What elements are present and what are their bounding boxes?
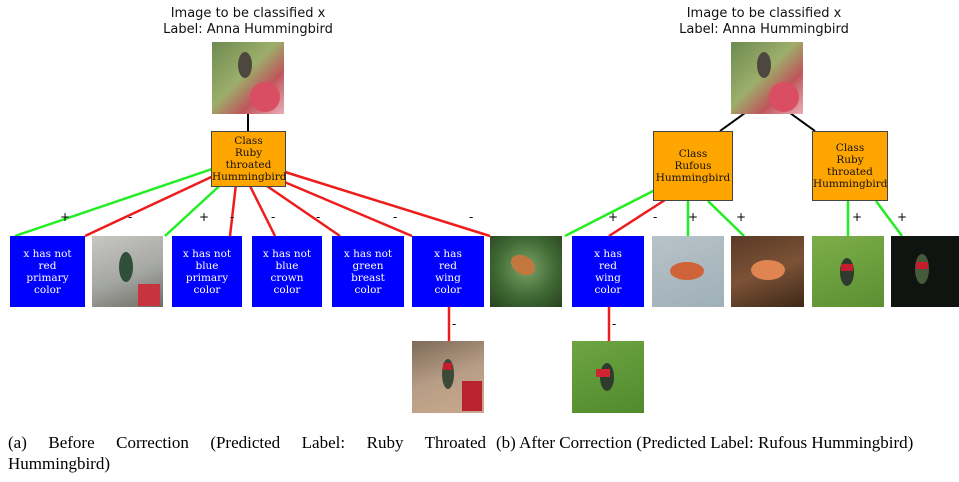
edge-sign: -: [316, 210, 321, 224]
edge-sign: -: [128, 210, 133, 224]
edge-sign: +: [60, 210, 71, 224]
panel-a-title: Image to be classified x: [170, 6, 326, 21]
edge-sign: -: [393, 210, 398, 224]
edge-root-left: [719, 112, 746, 132]
caption-panel-a: (a) Before Correction (Predicted Label: …: [8, 433, 486, 473]
panel-a-label: Label: Anna Hummingbird: [163, 22, 333, 37]
prototype-image-hummingbird-feeder: [412, 341, 484, 413]
edge-sign: +: [688, 210, 699, 224]
edge-root-right: [789, 112, 816, 132]
edge-negative: [263, 182, 341, 238]
prototype-image-rufous-hovering: [490, 236, 562, 307]
panel-b-title: Image to be classified x: [686, 6, 842, 21]
panel-b-label: Label: Anna Hummingbird: [679, 22, 849, 37]
edge-positive: [164, 177, 229, 237]
edge-negative: [608, 198, 666, 238]
edge-sign: +: [736, 210, 747, 224]
prototype-image-hummingbird: [92, 236, 163, 307]
edge-sign: -: [612, 317, 617, 331]
edge-negative: [274, 176, 413, 238]
edge-positive: [874, 200, 904, 237]
prototype-image-rufous-brown-bg: [731, 236, 804, 307]
edge-negative: [284, 170, 491, 238]
panel-a-header: Image to be classified x Label: Anna Hum…: [148, 6, 348, 38]
edge-sign: -: [653, 210, 658, 224]
edge-sign: +: [852, 210, 863, 224]
edge-positive: [707, 200, 745, 237]
prototype-image-ruby-green-bg: [812, 236, 884, 307]
prototype-image-ruby-dark-bg: [891, 236, 959, 307]
edge-sign: +: [897, 210, 908, 224]
input-image-hummingbird-feeder: [212, 42, 284, 114]
edge-negative: [228, 183, 238, 237]
edge-negative: [248, 185, 277, 237]
edge-sign: +: [199, 210, 210, 224]
edge-sign: +: [608, 210, 619, 224]
input-image-hummingbird-feeder: [731, 42, 803, 114]
edge-sign: -: [271, 210, 276, 224]
prototype-image-ruby-green-bg-2: [572, 341, 644, 413]
prototype-image-rufous-gray-bg: [652, 236, 724, 307]
edge-sign: -: [452, 317, 457, 331]
edge-sign: -: [469, 210, 474, 224]
caption-panel-b: (b) After Correction (Predicted Label: R…: [496, 433, 914, 452]
edge-positive: [14, 166, 216, 238]
edge-negative: [84, 170, 223, 238]
edge-sign: -: [230, 210, 235, 224]
panel-b-header: Image to be classified x Label: Anna Hum…: [664, 6, 864, 38]
edge-positive: [564, 188, 656, 238]
